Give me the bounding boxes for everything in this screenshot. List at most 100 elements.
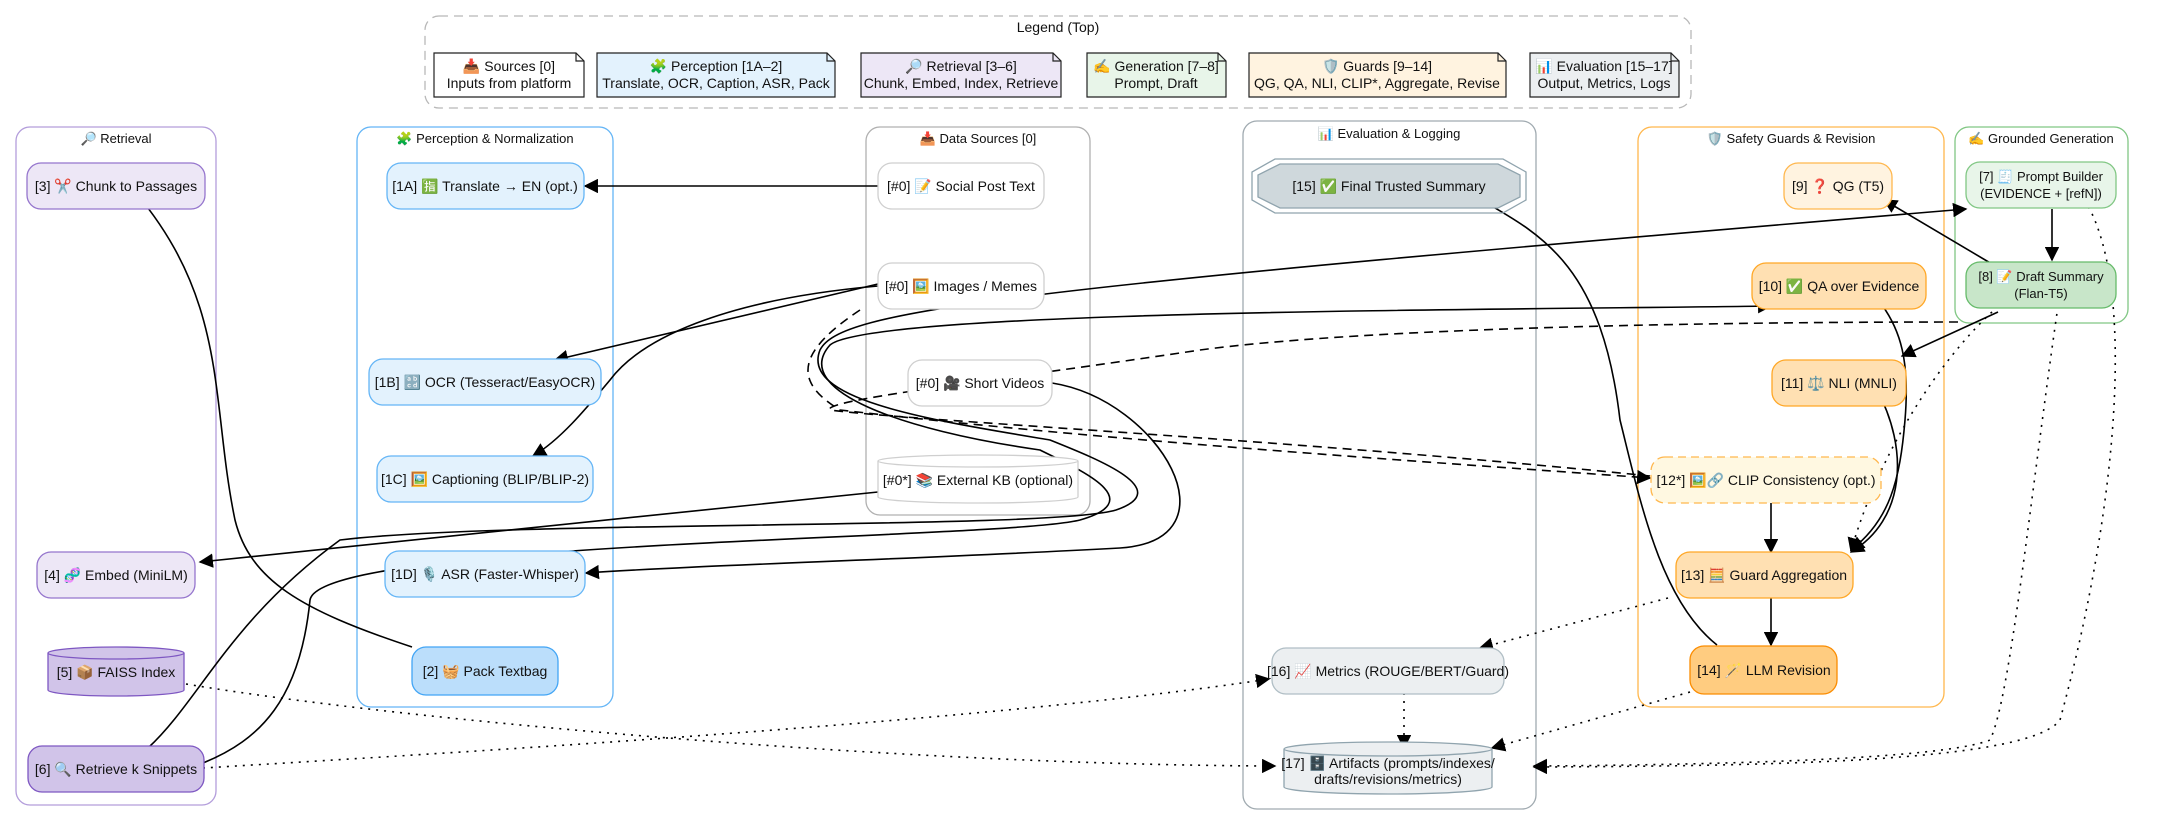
node-qa-over-evidence: [10] ✅ QA over Evidence <box>1751 262 1927 310</box>
legend-evaluation-line1: 📊 Evaluation [15–17] <box>1535 58 1672 75</box>
node-ocr: [1B] 🔡 OCR (Tesseract/EasyOCR) <box>368 358 602 406</box>
edge-videos-to-asr <box>584 382 1181 580</box>
node-asr: [1D] 🎙️ ASR (Faster-Whisper) <box>384 550 586 598</box>
node-prompt-builder: [7] 🧾 Prompt Builder (EVIDENCE + [refN]) <box>1965 161 2117 209</box>
svg-text:[1D] 🎙️ ASR (Faster-Whisper): [1D] 🎙️ ASR (Faster-Whisper) <box>391 566 579 583</box>
svg-text:drafts/revisions/metrics): drafts/revisions/metrics) <box>1314 771 1462 787</box>
legend-title: Legend (Top) <box>1017 19 1100 35</box>
node-artifacts: [17] 🗄️ Artifacts (prompts/indexes/ draf… <box>1281 741 1495 795</box>
svg-text:[13] 🧮 Guard Aggregation: [13] 🧮 Guard Aggregation <box>1681 567 1847 584</box>
cluster-guards: 🛡️ Safety Guards & Revision <box>1637 126 1945 708</box>
node-external-kb: [#0*] 📚 External KB (optional) <box>877 454 1079 504</box>
cluster-generation: ✍️ Grounded Generation <box>1954 126 2129 324</box>
svg-text:[#0] 🖼️ Images / Memes: [#0] 🖼️ Images / Memes <box>885 278 1037 295</box>
node-qg: [9] ❓ QG (T5) <box>1783 162 1893 210</box>
svg-text:(Flan-T5): (Flan-T5) <box>2014 286 2067 301</box>
svg-text:[#0*] 📚 External KB (optional: [#0*] 📚 External KB (optional) <box>883 472 1073 489</box>
edge-retrieve-to-metrics <box>202 673 1271 769</box>
cluster-perception-title: 🧩 Perception & Normalization <box>396 131 573 146</box>
svg-text:[9] ❓ QG (T5): [9] ❓ QG (T5) <box>1792 178 1884 195</box>
svg-text:[14] 🪄 LLM Revision: [14] 🪄 LLM Revision <box>1697 662 1830 679</box>
edge-pack-to-chunk <box>129 184 413 648</box>
edge-retrieve-to-qa <box>202 298 1773 764</box>
node-llm-revision: [14] 🪄 LLM Revision <box>1689 645 1838 695</box>
edge-images-to-clip <box>807 309 1652 485</box>
svg-text:[8] 📝 Draft Summary: [8] 📝 Draft Summary <box>1978 269 2104 284</box>
node-pack-textbag: [2] 🧺 Pack Textbag <box>411 646 559 696</box>
legend-guards-line2: QG, QA, NLI, CLIP*, Aggregate, Revise <box>1254 75 1500 91</box>
svg-text:[1A] 🈯 Translate → EN (opt.): [1A] 🈯 Translate → EN (opt.) <box>392 178 578 195</box>
node-nli: [11] ⚖️ NLI (MNLI) <box>1771 359 1907 407</box>
edge-draft-to-aggregation <box>1847 311 1993 553</box>
legend-item-guards: 🛡️ Guards [9–14] QG, QA, NLI, CLIP*, Agg… <box>1248 52 1507 98</box>
cluster-data-sources: 📥 Data Sources [0] <box>865 126 1091 516</box>
svg-text:[2] 🧺 Pack Textbag: [2] 🧺 Pack Textbag <box>423 663 548 680</box>
svg-text:[11] ⚖️ NLI (MNLI): [11] ⚖️ NLI (MNLI) <box>1781 375 1897 392</box>
edges <box>129 178 2117 775</box>
legend-sources-line2: Inputs from platform <box>447 75 572 91</box>
legend-frame <box>424 15 1692 109</box>
edge-draft-to-nli <box>1900 311 1999 358</box>
svg-text:[5] 📦 FAISS Index: [5] 📦 FAISS Index <box>57 664 176 681</box>
cluster-perception: 🧩 Perception & Normalization <box>356 126 614 708</box>
legend-item-sources: 📥 Sources [0] Inputs from platform <box>433 52 585 98</box>
cluster-retrieval: 🔎 Retrieval <box>15 126 217 806</box>
edge-prompt-to-artifacts <box>1532 186 2117 775</box>
svg-text:[1B] 🔡 OCR (Tesseract/EasyOCR: [1B] 🔡 OCR (Tesseract/EasyOCR) <box>375 374 595 391</box>
svg-text:[4] 🧬 Embed (MiniLM): [4] 🧬 Embed (MiniLM) <box>44 566 187 584</box>
legend-sources-line1: 📥 Sources [0] <box>463 58 555 75</box>
legend-item-evaluation: 📊 Evaluation [15–17] Output, Metrics, Lo… <box>1529 52 1680 98</box>
legend-perception-line2: Translate, OCR, Caption, ASR, Pack <box>602 75 830 91</box>
svg-text:[1C] 🖼️ Captioning (BLIP/BLIP: [1C] 🖼️ Captioning (BLIP/BLIP-2) <box>381 471 589 488</box>
legend: Legend (Top) 📥 Sources [0] Inputs from p… <box>424 15 1692 109</box>
legend-retrieval-line1: 🔎 Retrieval [3–6] <box>905 57 1017 75</box>
svg-text:[17] 🗄️ Artifacts (prompts/in: [17] 🗄️ Artifacts (prompts/indexes/ <box>1281 755 1495 772</box>
node-translate: [1A] 🈯 Translate → EN (opt.) <box>386 162 585 210</box>
node-embed: [4] 🧬 Embed (MiniLM) <box>36 551 196 599</box>
svg-text:[3] ✂️ Chunk to Passages: [3] ✂️ Chunk to Passages <box>35 177 197 195</box>
edge-faiss-to-artifacts <box>185 683 1277 774</box>
edge-images-to-caption <box>531 285 879 457</box>
legend-retrieval-line2: Chunk, Embed, Index, Retrieve <box>864 75 1059 91</box>
legend-item-generation: ✍️ Generation [7–8] Prompt, Draft <box>1086 52 1227 98</box>
legend-generation-line1: ✍️ Generation [7–8] <box>1093 58 1219 74</box>
node-metrics: [16] 📈 Metrics (ROUGE/BERT/Guard) <box>1267 647 1509 695</box>
edge-draft-to-qg <box>1882 199 1993 265</box>
svg-text:[15] ✅ Final Trusted Summary: [15] ✅ Final Trusted Summary <box>1292 178 1485 195</box>
node-final-trusted-summary: [15] ✅ Final Trusted Summary <box>1251 158 1527 214</box>
node-draft-summary: [8] 📝 Draft Summary (Flan-T5) <box>1965 261 2117 309</box>
cluster-sources-title: 📥 Data Sources [0] <box>920 131 1037 146</box>
edge-kb-to-embed <box>198 491 879 568</box>
legend-evaluation-line2: Output, Metrics, Logs <box>1537 75 1670 91</box>
svg-text:[16] 📈 Metrics (ROUGE/BERT/Gu: [16] 📈 Metrics (ROUGE/BERT/Guard) <box>1267 663 1509 680</box>
node-captioning: [1C] 🖼️ Captioning (BLIP/BLIP-2) <box>376 455 594 503</box>
node-retrieve-k-snippets: [6] 🔍 Retrieve k Snippets <box>27 745 205 793</box>
cluster-evaluation-title: 📊 Evaluation & Logging <box>1318 126 1461 141</box>
cluster-guards-title: 🛡️ Safety Guards & Revision <box>1707 131 1876 146</box>
legend-item-retrieval: 🔎 Retrieval [3–6] Chunk, Embed, Index, R… <box>860 52 1062 98</box>
edge-revision-to-artifacts <box>1490 691 1691 752</box>
svg-text:[10] ✅ QA over Evidence: [10] ✅ QA over Evidence <box>1759 278 1920 295</box>
node-guard-aggregation: [13] 🧮 Guard Aggregation <box>1675 551 1854 599</box>
edge-aggregation-to-metrics <box>1478 597 1669 652</box>
node-faiss-index: [5] 📦 FAISS Index <box>47 646 185 697</box>
edge-revision-to-final <box>1457 186 1718 646</box>
svg-text:(EVIDENCE + [refN]): (EVIDENCE + [refN]) <box>1980 186 2102 201</box>
node-chunk-to-passages: [3] ✂️ Chunk to Passages <box>26 162 206 210</box>
svg-text:[7] 🧾 Prompt Builder: [7] 🧾 Prompt Builder <box>1979 169 2104 184</box>
edge-images-to-ocr <box>553 283 879 365</box>
legend-item-perception: 🧩 Perception [1A–2] Translate, OCR, Capt… <box>596 52 836 98</box>
svg-text:[#0] 📝 Social Post Text: [#0] 📝 Social Post Text <box>887 178 1035 195</box>
edge-nli-to-aggregation <box>1849 387 1899 553</box>
svg-text:[12*] 🖼️🔗 CLIP Consistency (: [12*] 🖼️🔗 CLIP Consistency (opt.) <box>1656 471 1875 489</box>
svg-text:[6] 🔍 Retrieve k Snippets: [6] 🔍 Retrieve k Snippets <box>35 760 197 778</box>
legend-perception-line1: 🧩 Perception [1A–2] <box>650 58 783 75</box>
node-social-post-text: [#0] 📝 Social Post Text <box>877 162 1045 210</box>
cluster-evaluation: 📊 Evaluation & Logging <box>1242 120 1537 810</box>
cluster-retrieval-title: 🔎 Retrieval <box>80 130 151 146</box>
node-short-videos: [#0] 🎥 Short Videos <box>907 359 1053 407</box>
legend-generation-line2: Prompt, Draft <box>1114 75 1197 91</box>
svg-text:[#0] 🎥 Short Videos: [#0] 🎥 Short Videos <box>916 375 1044 392</box>
node-clip-consistency: [12*] 🖼️🔗 CLIP Consistency (opt.) <box>1650 456 1882 504</box>
